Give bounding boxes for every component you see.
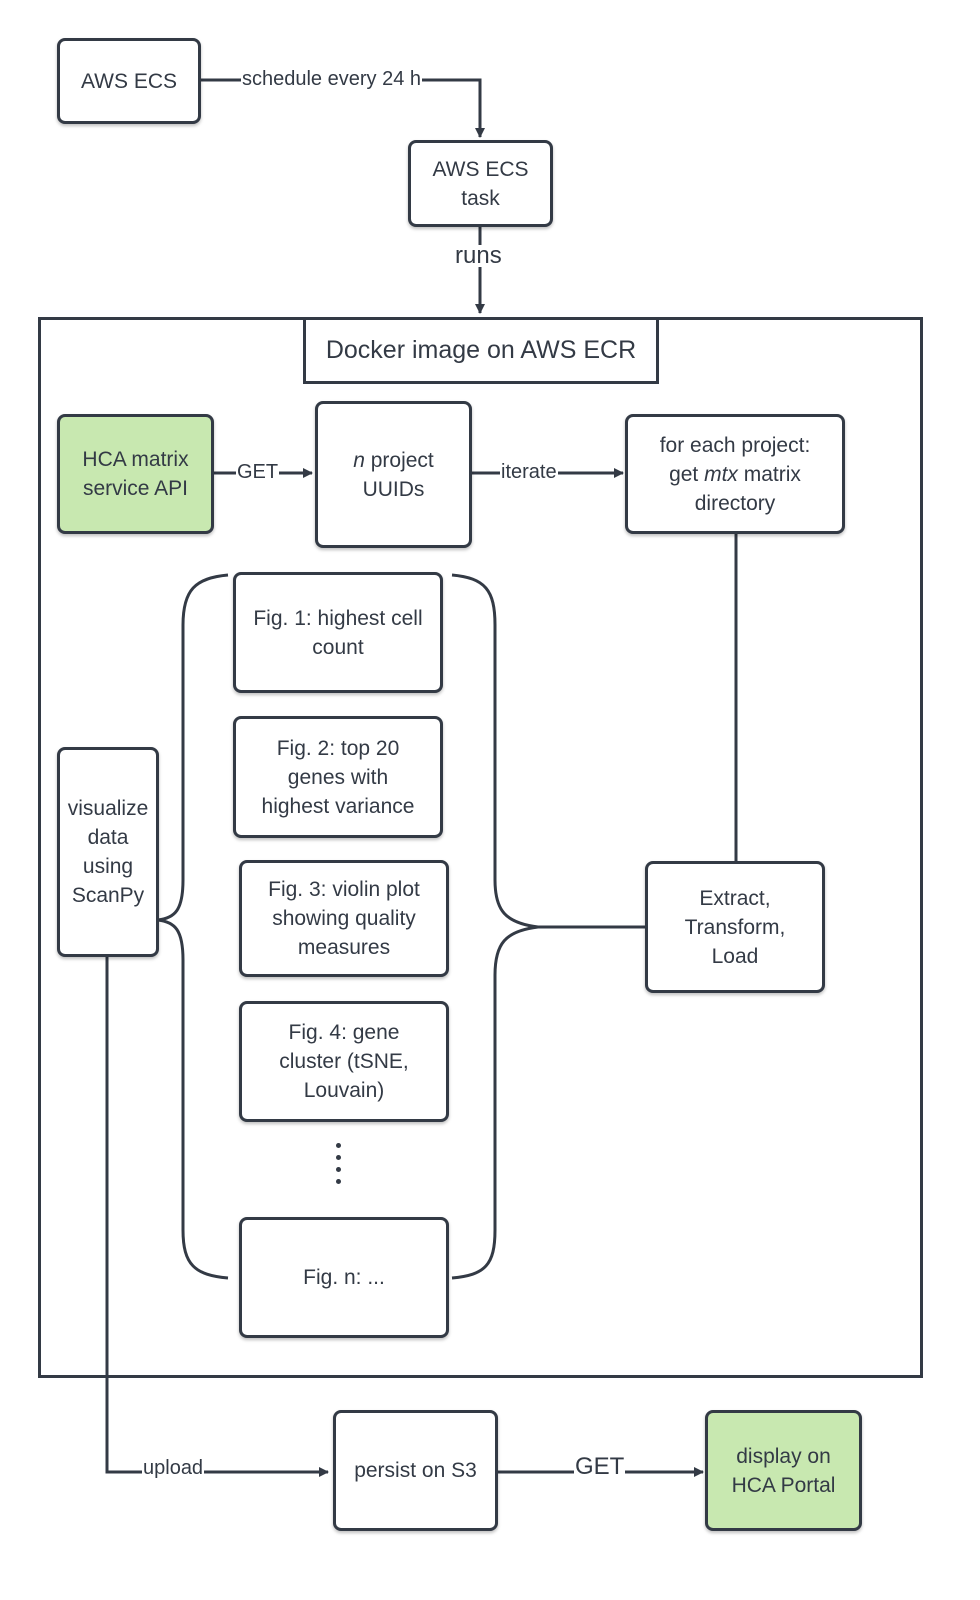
vertical-ellipsis-icon [336,1143,342,1191]
portal-node: display on HCA Portal [705,1410,862,1531]
right-brace [451,573,539,1280]
fig1-label: Fig. 1: highest cell count [253,606,423,659]
fig4-label: Fig. 4: gene cluster (tSNE, Louvain) [279,1021,409,1102]
docker-image-title: Docker image on AWS ECR [303,317,659,384]
fign-label: Fig. n: ... [303,1266,385,1289]
ecs-task-label: AWS ECS task [432,157,529,210]
uuids-label: n project UUIDs [353,446,434,504]
fig4-node: Fig. 4: gene cluster (tSNE, Louvain) [239,1001,449,1122]
s3-label: persist on S3 [354,1459,477,1482]
etl-node: Extract, Transform, Load [645,861,825,993]
scanpy-label: visualize data using ScanPy [67,797,149,907]
fig2-node: Fig. 2: top 20 genes with highest varian… [233,716,443,838]
edge-label-iterate: iterate [500,461,558,483]
s3-node: persist on S3 [333,1410,498,1531]
mtx-em: mtx [704,462,738,486]
fig2-label: Fig. 2: top 20 genes with highest varian… [261,736,415,818]
edge-label-runs: runs [454,242,503,269]
hca-api-node: HCA matrix service API [57,414,214,534]
fig3-node: Fig. 3: violin plot showing quality meas… [239,860,449,977]
edge-label-upload: upload [142,1457,205,1479]
edge-label-get-portal: GET [574,1453,626,1480]
portal-label: display on HCA Portal [731,1444,836,1497]
fig1-node: Fig. 1: highest cell count [233,572,443,693]
edge-label-schedule: schedule every 24 h [241,68,423,90]
mtx-node: for each project: get mtx matrix directo… [625,414,845,534]
fign-node: Fig. n: ... [239,1217,449,1338]
mtx-b: matrix directory [694,462,801,515]
uuids-n: n [353,448,365,472]
etl-label: Extract, Transform, Load [684,886,786,968]
aws-ecs-node: AWS ECS [57,38,201,124]
fig3-label: Fig. 3: violin plot showing quality meas… [268,878,420,959]
mtx-a: for each project: get [659,433,811,486]
edge-upload [105,955,329,1477]
ecs-task-node: AWS ECS task [408,140,553,227]
mtx-label: for each project: get mtx matrix directo… [660,431,811,518]
hca-api-label: HCA matrix service API [82,448,189,500]
edge-label-get-api: GET [236,461,280,483]
uuids-rest: project UUIDs [362,448,434,501]
uuids-node: n project UUIDs [315,401,472,548]
scanpy-node: visualize data using ScanPy [57,747,159,957]
